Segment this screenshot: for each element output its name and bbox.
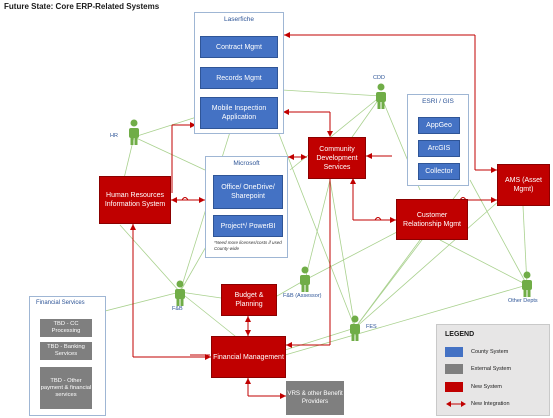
arrowhead xyxy=(283,109,289,115)
bridge-hop xyxy=(181,197,189,201)
group-title: Laserfiche xyxy=(224,16,254,23)
person-icon xyxy=(522,271,532,297)
fb-assessor-stakeholder[interactable] xyxy=(297,266,313,297)
crm-box[interactable]: Customer Relationship Mgmt xyxy=(396,199,468,240)
person-icon xyxy=(350,315,360,341)
records-mgmt-box[interactable]: Records Mgmt xyxy=(200,67,278,89)
license-note: *Need more licenses/costs if used County… xyxy=(214,240,282,251)
budget-planning-box[interactable]: Budget & Planning xyxy=(221,284,277,316)
banking-services-box[interactable]: TBD - Banking Services xyxy=(40,342,92,360)
arrowhead xyxy=(301,154,307,160)
legend-title: LEGEND xyxy=(445,331,475,338)
vrs-benefit-providers-box[interactable]: VRS & other Benefit Providers xyxy=(286,381,344,415)
legend-label-new: New System xyxy=(471,384,502,390)
legend-label-external: External System xyxy=(471,366,512,372)
financial-services-group: Financial Services TBD - CC Processing T… xyxy=(29,296,106,416)
group-title: Microsoft xyxy=(233,160,260,167)
arrowhead xyxy=(190,122,196,128)
bridge-hop xyxy=(374,217,382,221)
community-development-box[interactable]: Community Development Services xyxy=(308,137,366,179)
project-powerbi-box[interactable]: Project*/ PowerBI xyxy=(213,215,283,237)
cdd-stakeholder[interactable] xyxy=(373,83,389,114)
group-title: Financial Services xyxy=(36,300,85,306)
arrowhead xyxy=(245,330,251,336)
arrowhead xyxy=(280,393,286,399)
arrowhead xyxy=(199,197,205,203)
person-icon xyxy=(300,266,310,292)
other-depts-stakeholder[interactable] xyxy=(519,271,535,302)
connector-line xyxy=(284,284,528,356)
connector-line xyxy=(469,179,528,286)
connector-line xyxy=(439,239,528,286)
person-icon xyxy=(376,83,386,109)
connector-line xyxy=(281,89,382,97)
arrowhead xyxy=(366,153,372,159)
other-depts-label: Other Depts xyxy=(508,298,538,304)
arcgis-box[interactable]: ArcGIS xyxy=(418,140,460,157)
fb-assessor-label: F&B (Assessor) xyxy=(283,293,322,299)
fb-stakeholder[interactable] xyxy=(172,280,188,311)
arrowhead xyxy=(491,197,497,203)
contract-mgmt-box[interactable]: Contract Mgmt xyxy=(200,36,278,58)
fb-label: F&B xyxy=(172,306,183,312)
arrowhead xyxy=(245,378,251,384)
arrowhead xyxy=(350,178,356,184)
arrowhead xyxy=(327,131,333,137)
hr-stakeholder[interactable] xyxy=(126,119,142,150)
collector-box[interactable]: Collector xyxy=(418,163,460,180)
cdd-label: CDD xyxy=(373,75,385,81)
connector-line xyxy=(133,136,206,171)
connector-line xyxy=(304,179,331,281)
other-payment-box[interactable]: TBD - Other payment & financial services xyxy=(40,367,92,409)
arrowhead xyxy=(288,154,294,160)
legend-swatch-external xyxy=(445,364,463,374)
office-onedrive-box[interactable]: Office/ OneDrive/ Sharepoint xyxy=(213,175,283,209)
fes-stakeholder[interactable] xyxy=(347,315,363,346)
arrowhead xyxy=(390,217,396,223)
fes-label: FES xyxy=(366,324,377,330)
arrowhead xyxy=(245,316,251,322)
arrowhead xyxy=(205,354,211,360)
ams-asset-mgmt-box[interactable]: AMS (Asset Mgmt) xyxy=(497,164,550,206)
legend-swatch-new xyxy=(445,382,463,392)
legend-integration-arrow-icon xyxy=(446,401,466,407)
connector-line xyxy=(284,327,356,351)
mobile-inspection-box[interactable]: Mobile Inspection Application xyxy=(200,97,278,129)
legend-label-county: County System xyxy=(471,349,509,355)
microsoft-group: Microsoft Office/ OneDrive/ Sharepoint P… xyxy=(205,156,288,258)
connector-line xyxy=(349,95,382,141)
arrowhead xyxy=(284,32,290,38)
hr-label: HR xyxy=(110,133,118,139)
appgeo-box[interactable]: AppGeo xyxy=(418,117,460,134)
page-title: Future State: Core ERP-Related Systems xyxy=(4,2,160,11)
group-title: ESRI / GIS xyxy=(422,98,454,105)
connector-line xyxy=(179,291,241,341)
legend-swatch-county xyxy=(445,347,463,357)
person-icon xyxy=(175,280,185,306)
laserfiche-group: Laserfiche Contract Mgmt Records Mgmt Mo… xyxy=(194,12,284,134)
financial-management-box[interactable]: Financial Management xyxy=(211,336,286,378)
connector-line xyxy=(329,179,356,329)
esri-gis-group: ESRI / GIS AppGeo ArcGIS Collector xyxy=(407,94,469,186)
connector-line xyxy=(119,224,181,293)
arrowhead xyxy=(171,197,177,203)
legend: LEGEND County System External System New… xyxy=(436,324,550,416)
connector-line xyxy=(354,199,501,329)
arrowhead xyxy=(130,224,136,230)
cc-processing-box[interactable]: TBD - CC Processing xyxy=(40,319,92,337)
person-icon xyxy=(129,119,139,145)
arrowhead xyxy=(286,342,292,348)
hris-box[interactable]: Human Resources Information System xyxy=(99,176,171,224)
legend-label-integration: New Integration xyxy=(471,401,510,407)
arrowhead xyxy=(491,167,497,173)
